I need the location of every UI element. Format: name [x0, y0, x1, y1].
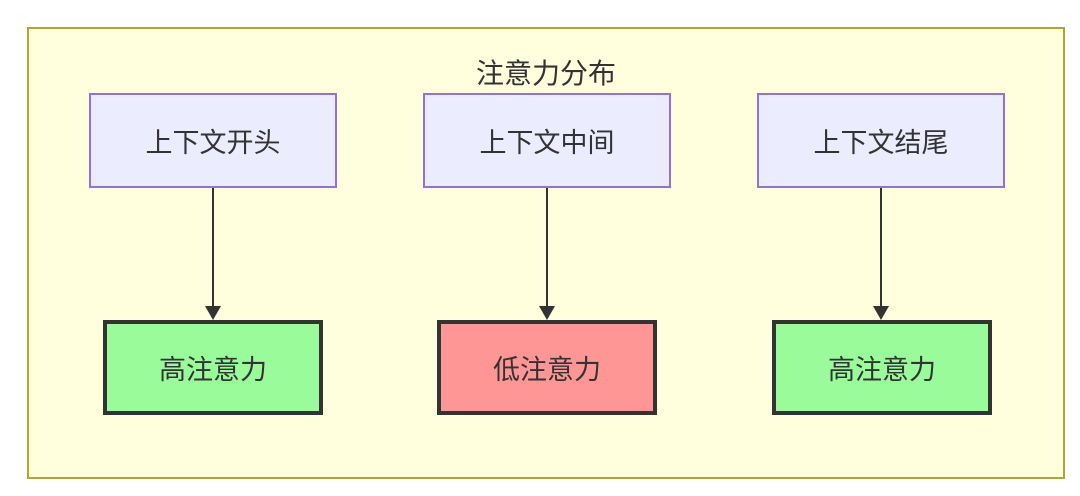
arrowhead-down-icon [873, 306, 889, 320]
arrow-middle-to-low [539, 188, 555, 320]
arrow-shaft [880, 188, 882, 307]
node-context-end: 上下文结尾 [757, 93, 1005, 188]
node-high-attention-right: 高注意力 [772, 320, 992, 415]
node-low-attention: 低注意力 [437, 320, 657, 415]
arrow-shaft [212, 188, 214, 307]
diagram-title: 注意力分布 [475, 58, 616, 89]
arrowhead-down-icon [539, 306, 555, 320]
arrow-shaft [546, 188, 548, 307]
node-context-start: 上下文开头 [89, 93, 337, 188]
arrow-end-to-high [873, 188, 889, 320]
arrowhead-down-icon [205, 306, 221, 320]
arrow-start-to-high [205, 188, 221, 320]
node-context-middle: 上下文中间 [423, 93, 671, 188]
node-high-attention-left: 高注意力 [103, 320, 323, 415]
